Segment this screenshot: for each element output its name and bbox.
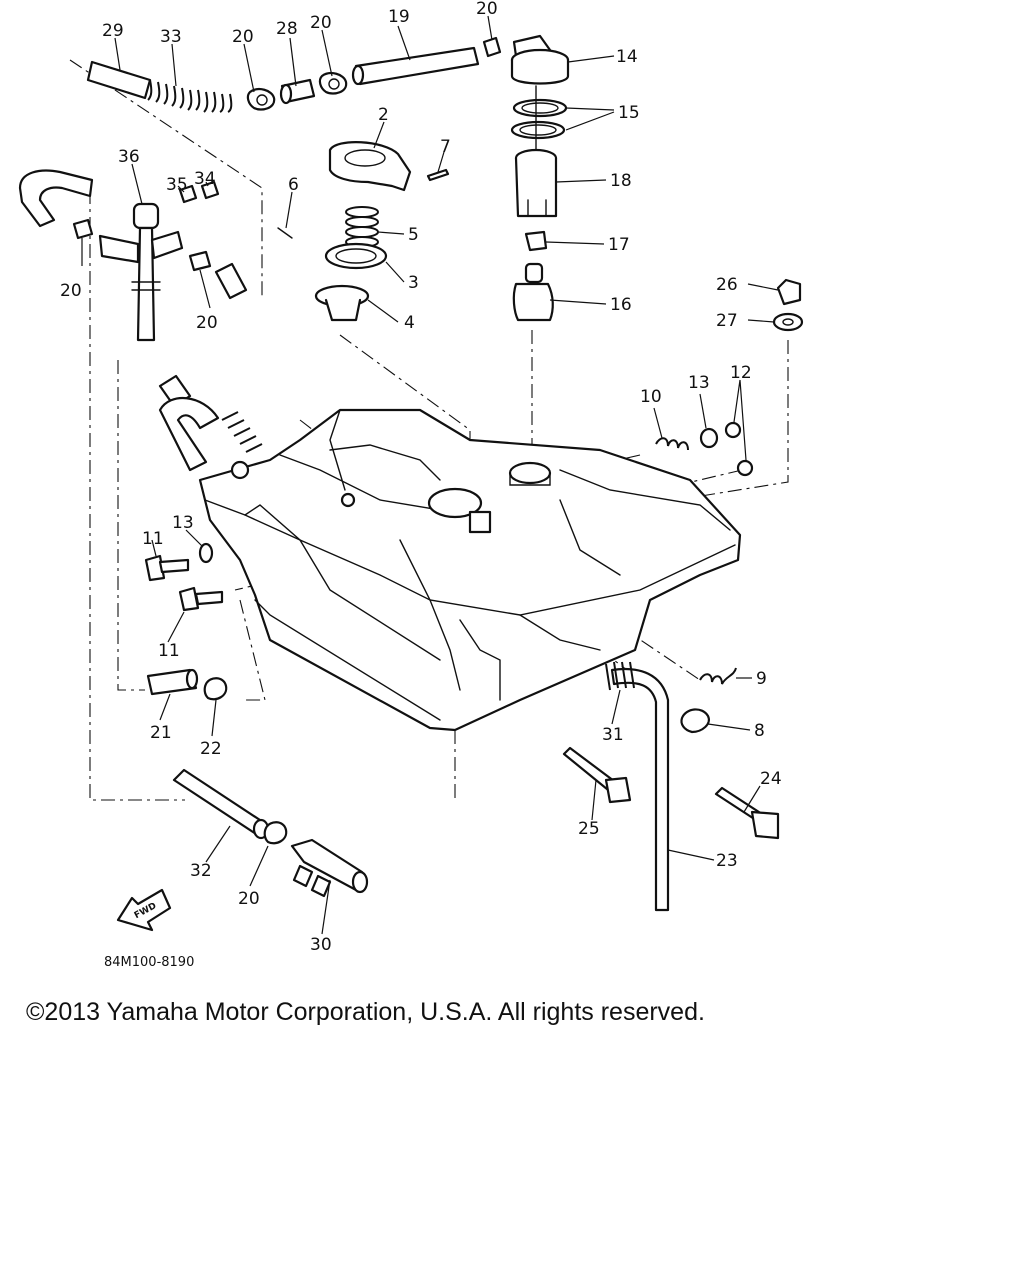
- joint-28: [279, 78, 316, 105]
- forward-arrow-icon: FWD: [116, 888, 172, 932]
- callout-30: 30: [310, 935, 332, 955]
- callout-20: 20: [60, 281, 82, 301]
- pin-7: [426, 168, 450, 182]
- callout-21: 21: [150, 723, 172, 743]
- pump-cap-14: [510, 34, 570, 85]
- callout-33: 33: [160, 27, 182, 47]
- hose-short-left: [214, 262, 248, 300]
- callout-4: 4: [404, 313, 415, 333]
- bolt-11a: [144, 554, 190, 582]
- grommet-8: [680, 708, 710, 734]
- ring-3: [324, 242, 388, 270]
- clamp-17: [524, 230, 548, 252]
- callout-11: 11: [142, 529, 164, 549]
- callout-7: 7: [440, 137, 451, 157]
- hose-23-31: [605, 661, 670, 912]
- leader-lines: [81, 15, 779, 935]
- washer-13a: [198, 542, 214, 564]
- hose-29: [86, 60, 152, 100]
- fuel-tank: [198, 408, 742, 732]
- clamp-20-mid: [188, 250, 212, 272]
- callout-29: 29: [102, 21, 124, 41]
- hose-33-corrugated: [147, 79, 233, 113]
- hose-left-upper: [18, 169, 94, 228]
- callout-9: 9: [756, 669, 767, 689]
- callout-20: 20: [196, 313, 218, 333]
- washer-13b: [699, 427, 719, 449]
- callout-14: 14: [616, 47, 638, 67]
- clamp-20a: [246, 88, 276, 111]
- callout-8: 8: [754, 721, 765, 741]
- fuel-tank-exploded-diagram: FWD: [18, 0, 804, 970]
- callout-18: 18: [610, 171, 632, 191]
- callout-20: 20: [476, 0, 498, 19]
- callout-19: 19: [388, 7, 410, 27]
- callout-2: 2: [378, 105, 389, 125]
- callout-5: 5: [408, 225, 419, 245]
- callout-34: 34: [194, 169, 216, 189]
- callout-26: 26: [716, 275, 738, 295]
- flange-4: [314, 284, 370, 322]
- callout-10: 10: [640, 387, 662, 407]
- callout-31: 31: [602, 725, 624, 745]
- clamp-22: [203, 677, 228, 701]
- strap-24: [714, 786, 780, 840]
- callout-20: 20: [310, 13, 332, 33]
- bolt-11b: [178, 586, 224, 612]
- callout-23: 23: [716, 851, 738, 871]
- tee-30: [290, 838, 369, 898]
- callout-16: 16: [610, 295, 632, 315]
- clamp-20c: [482, 36, 502, 58]
- callout-25: 25: [578, 819, 600, 839]
- pump-body-18: [514, 148, 558, 218]
- callout-35: 35: [166, 175, 188, 195]
- callout-12: 12: [730, 363, 752, 383]
- filter-16: [512, 262, 554, 322]
- filler-cap-2: [328, 141, 412, 192]
- callout-27: 27: [716, 311, 738, 331]
- callout-15: 15: [618, 103, 640, 123]
- callout-6: 6: [288, 175, 299, 195]
- pin-6: [277, 227, 293, 239]
- callout-32: 32: [190, 861, 212, 881]
- callout-13: 13: [172, 513, 194, 533]
- reference-code: 84M100-8190: [104, 955, 194, 970]
- clamp-20-left: [72, 218, 94, 240]
- spring-5: [345, 206, 379, 248]
- clamp-20-bottom: [263, 821, 288, 845]
- washer-27: [772, 312, 804, 332]
- nuts-35-34: [178, 180, 220, 204]
- hose-21: [146, 668, 199, 696]
- seals-15: [510, 85, 568, 151]
- valve-36: [98, 202, 184, 342]
- washer-12: [724, 421, 754, 477]
- hose-32: [172, 768, 270, 840]
- spring-10: [655, 437, 689, 451]
- cap-26: [776, 278, 802, 306]
- callout-24: 24: [760, 769, 782, 789]
- callout-36: 36: [118, 147, 140, 167]
- copyright-notice: ©2013 Yamaha Motor Corporation, U.S.A. A…: [26, 998, 705, 1026]
- callout-3: 3: [408, 273, 419, 293]
- vent-hoses: [158, 374, 263, 472]
- clamp-20b: [318, 72, 348, 95]
- callout-11: 11: [158, 641, 180, 661]
- callout-17: 17: [608, 235, 630, 255]
- hose-19: [351, 46, 480, 86]
- callout-20: 20: [232, 27, 254, 47]
- clip-9: [699, 667, 737, 685]
- strap-25: [562, 746, 632, 804]
- callout-20: 20: [238, 889, 260, 909]
- callout-28: 28: [276, 19, 298, 39]
- callout-labels: 29 33 20 28 20 19 20 14 15 2 7 36 35 34 …: [60, 0, 782, 955]
- callout-22: 22: [200, 739, 222, 759]
- callout-13: 13: [688, 373, 710, 393]
